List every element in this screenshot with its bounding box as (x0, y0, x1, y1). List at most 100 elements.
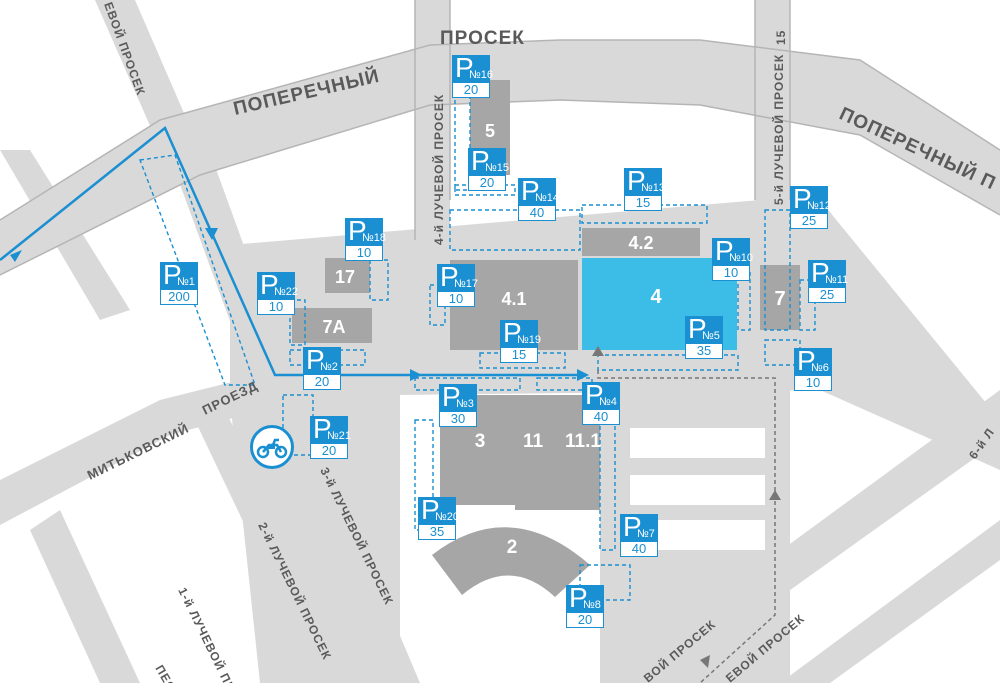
parking-capacity: 20 (303, 375, 341, 390)
street-label-luch5: 5-й ЛУЧЕВОЙ ПРОСЕК (771, 54, 786, 205)
building-17 (325, 258, 370, 293)
building-label-4-1: 4.1 (501, 289, 526, 309)
parking-capacity: 10 (345, 246, 383, 261)
parking-capacity: 35 (418, 525, 456, 540)
parking-capacity: 35 (685, 344, 723, 359)
street-label-luch4: 4-й ЛУЧЕВОЙ ПРОСЕК (431, 94, 446, 245)
route-line (0, 126, 580, 377)
plaza (230, 200, 1000, 683)
buildings (292, 80, 800, 597)
motorcycle-glyph (256, 438, 288, 459)
motorcycle-icon[interactable] (250, 425, 294, 469)
road-luch4-upper (415, 0, 450, 240)
parking-capacity: 200 (160, 290, 198, 305)
parking-capacity: 10 (712, 266, 750, 281)
parking-capacity: 25 (808, 288, 846, 303)
parking-capacity: 15 (624, 196, 662, 211)
exit-route (597, 370, 776, 683)
route-arrows (10, 228, 589, 381)
building-label-4-2: 4.2 (628, 233, 653, 253)
street-label-luch1: 1-й ЛУЧЕВОЙ ПРО (175, 585, 243, 683)
road-luch1 (30, 510, 140, 683)
parking-capacity: 40 (620, 542, 658, 557)
parking-capacity: 40 (518, 206, 556, 221)
parking-capacity: 10 (257, 300, 295, 315)
parking-capacity: 15 (500, 348, 538, 363)
parking-capacity: 20 (452, 83, 490, 98)
street-label-top-right: 15 (774, 30, 788, 45)
building-4-2 (582, 228, 700, 256)
building-label-4: 4 (650, 286, 662, 308)
parking-capacity: 30 (439, 412, 477, 427)
building-2 (432, 527, 590, 597)
parking-capacity: 20 (566, 613, 604, 628)
building-label-17: 17 (335, 267, 355, 287)
parking-capacity: 40 (582, 410, 620, 425)
parking-capacity: 20 (310, 444, 348, 459)
parking-capacity: 10 (437, 292, 475, 307)
street-label-bottom-left: ПЕСО (152, 663, 183, 683)
parking-capacity: 20 (468, 176, 506, 191)
road-bottom-right-2 (780, 520, 1000, 683)
road-poperechny (0, 40, 1000, 275)
building-label-3: 3 (475, 431, 486, 452)
building-label-11: 11 (523, 431, 544, 452)
building-label-2: 2 (507, 537, 518, 558)
lots (630, 428, 765, 550)
building-label-5: 5 (485, 121, 495, 141)
building-7 (760, 265, 800, 330)
parking-capacity: 10 (794, 376, 832, 391)
building-label-7: 7 (774, 288, 785, 310)
road-luch2 (190, 400, 360, 683)
parking-capacity: 25 (790, 214, 828, 229)
street-label-prosek-top: ПРОСЕК (440, 28, 525, 49)
road-left-diagonal-1 (0, 150, 130, 320)
building-label-11-1: 11.1 (565, 431, 601, 452)
